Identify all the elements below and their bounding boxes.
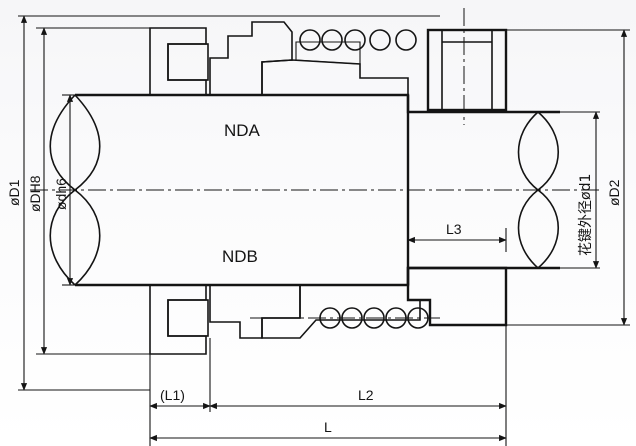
upper-gland-housing xyxy=(149,27,207,96)
upper-collar-right xyxy=(491,29,507,111)
upper-spring-coil-1 xyxy=(299,29,321,51)
upper-rotating-ring xyxy=(209,21,293,96)
upper-spring-retainer xyxy=(261,59,409,96)
upper-sleeve xyxy=(295,41,361,65)
length-dimensions xyxy=(149,228,507,446)
label-l1: (L1) xyxy=(160,387,185,403)
label-l: L xyxy=(324,419,332,435)
label-ndb: NDB xyxy=(222,247,258,266)
label-d1: øD1 xyxy=(6,179,22,206)
lower-gland-housing xyxy=(149,284,207,355)
label-spline-d1: 花键外径ød1 xyxy=(578,174,594,256)
upper-spring-coil-2 xyxy=(321,29,343,51)
lower-seal-assembly xyxy=(149,266,508,355)
upper-collar-left xyxy=(427,29,443,111)
label-l3: L3 xyxy=(446,221,462,237)
shaft xyxy=(30,93,600,287)
label-dh8: øDH8 xyxy=(27,175,43,212)
label-l2: L2 xyxy=(358,387,374,403)
label-dh6: ødh6 xyxy=(53,178,69,210)
upper-spring-coil-5 xyxy=(395,29,417,51)
right-dimensions xyxy=(506,29,630,326)
upper-seal-assembly xyxy=(149,8,508,125)
label-d2: øD2 xyxy=(606,179,622,206)
upper-spring-coil-3 xyxy=(344,29,366,51)
label-nda: NDA xyxy=(224,121,261,140)
upper-spring-coil-4 xyxy=(369,29,391,51)
lower-stationary-seat xyxy=(167,299,209,337)
shaft-bottom-edge xyxy=(75,266,560,287)
lower-rotating-ring xyxy=(209,284,301,339)
upper-stationary-seat xyxy=(167,43,209,81)
lower-collar xyxy=(406,266,508,327)
lower-spring-retainer xyxy=(261,284,421,339)
diameter-dimensions xyxy=(18,15,440,391)
